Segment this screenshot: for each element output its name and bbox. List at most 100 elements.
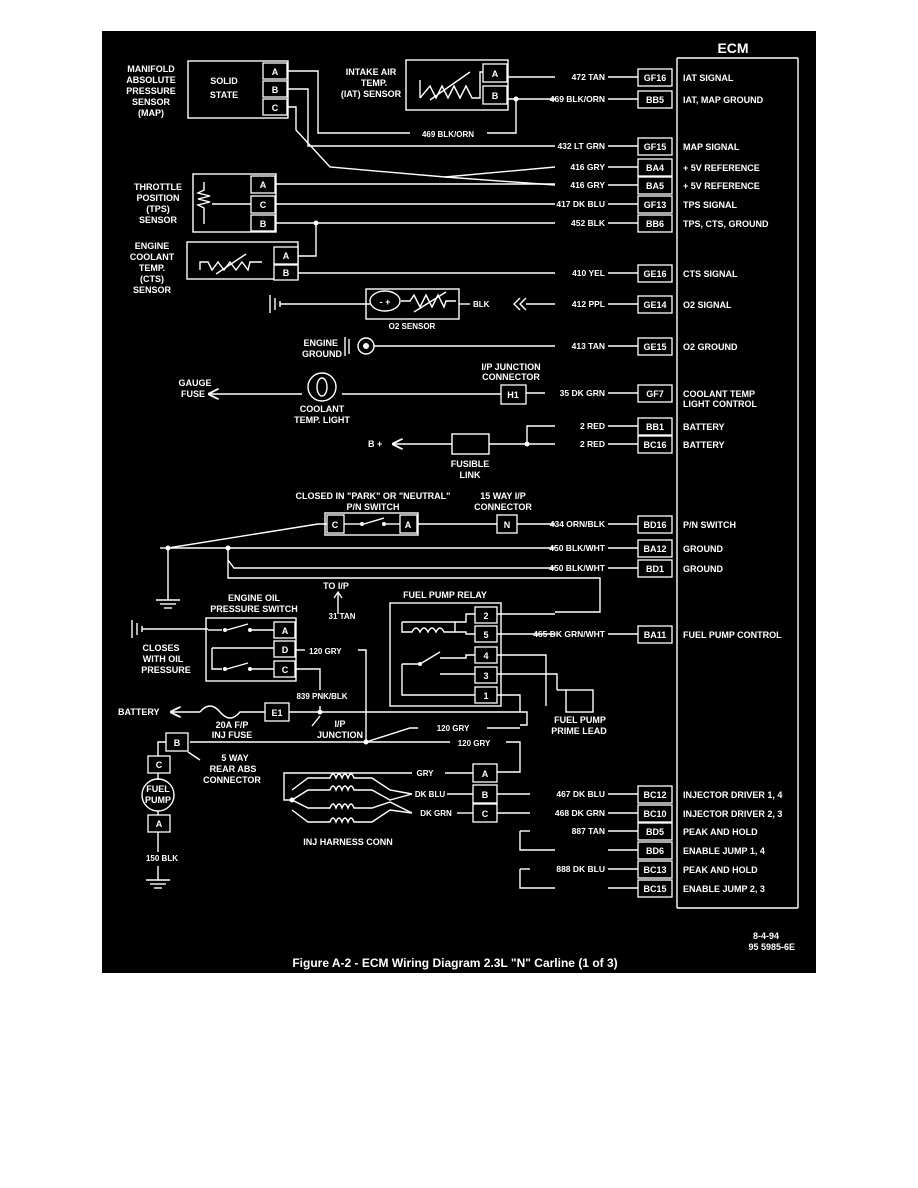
svg-text:C: C — [156, 760, 163, 770]
svg-text:B: B — [260, 219, 267, 229]
svg-text:A: A — [482, 769, 489, 779]
ecm-pin-id: GE15 — [643, 342, 666, 352]
ecm-pin — [637, 435, 673, 454]
svg-text:N: N — [504, 520, 511, 530]
svg-text:C: C — [282, 665, 289, 675]
ecm-function-label: INJECTOR DRIVER 1, 4 — [683, 790, 782, 800]
svg-text:C: C — [260, 200, 267, 210]
ecm-wire-label: 416 GRY — [570, 162, 605, 172]
svg-text:DK BLU: DK BLU — [415, 790, 445, 799]
ecm-pin-id: BA4 — [646, 163, 664, 173]
ecm-function-label-2: LIGHT CONTROL — [683, 399, 757, 409]
ecm-function-label: MAP SIGNAL — [683, 142, 740, 152]
map-iat-wiring: 469 BLK/ORN — [287, 70, 556, 186]
ecm-wire-label: 887 TAN — [572, 826, 605, 836]
ecm-function-label: O2 SIGNAL — [683, 300, 732, 310]
svg-text:B: B — [174, 738, 181, 748]
svg-text:GRY: GRY — [416, 769, 434, 778]
ecm-pin-id: BD5 — [646, 827, 664, 837]
svg-text:120 GRY: 120 GRY — [309, 647, 342, 656]
ecm-pin — [637, 195, 673, 214]
ecm-pin-id: GF7 — [646, 389, 664, 399]
svg-text:A: A — [272, 67, 279, 77]
diagram-code: 95 5985-6E — [748, 942, 795, 952]
svg-text:A: A — [260, 180, 267, 190]
svg-text:B: B — [482, 790, 489, 800]
ecm-pin-id: BD1 — [646, 564, 664, 574]
ecm-pin — [637, 417, 673, 436]
ecm-wire-label: 472 TAN — [572, 72, 605, 82]
svg-text:CLOSED IN "PARK" OR "NEUTRAL"P: CLOSED IN "PARK" OR "NEUTRAL"P/N SWITCH — [296, 491, 451, 512]
svg-text:A: A — [405, 520, 412, 530]
svg-text:O2 SENSOR: O2 SENSOR — [389, 322, 436, 331]
ecm-wire-label: 413 TAN — [572, 341, 605, 351]
svg-text:4: 4 — [483, 651, 488, 661]
ecm-module: ECM — [676, 40, 799, 909]
ecm-function-label: GROUND — [683, 544, 723, 554]
ecm-wire-label: 467 DK BLU — [556, 789, 605, 799]
ecm-wire-label: 465 DK GRN/WHT — [533, 629, 606, 639]
svg-text:B: B — [272, 85, 279, 95]
svg-text:FUEL PUMP RELAY: FUEL PUMP RELAY — [403, 590, 487, 600]
ecm-pin — [637, 337, 673, 356]
ecm-pin — [637, 625, 673, 644]
svg-text:A: A — [492, 69, 499, 79]
ecm-pin-id: BA11 — [644, 630, 667, 640]
svg-text:A: A — [283, 251, 290, 261]
svg-text:2: 2 — [483, 611, 488, 621]
ecm-pin — [637, 90, 673, 109]
ecm-row: 467 DK BLU BC12 INJECTOR DRIVER 1, 4 — [556, 785, 782, 804]
svg-text:C: C — [272, 103, 279, 113]
ecm-pin — [637, 137, 673, 156]
ecm-pin — [637, 860, 673, 879]
ecm-pin-id: BC13 — [643, 865, 666, 875]
ecm-pin — [637, 264, 673, 283]
ecm-wire-label: 452 BLK — [571, 218, 606, 228]
ecm-pin-id: BC10 — [643, 809, 666, 819]
ecm-wire-label: 412 PPL — [572, 299, 605, 309]
svg-text:120 GRY: 120 GRY — [437, 724, 470, 733]
ecm-pin-id: BC12 — [643, 790, 666, 800]
ecm-wire-label: 468 DK GRN — [555, 808, 605, 818]
ecm-function-label: O2 GROUND — [683, 342, 738, 352]
ecm-wire-label: 432 LT GRN — [557, 141, 605, 151]
ecm-function-label: PEAK AND HOLD — [683, 865, 758, 875]
ecm-pin — [637, 158, 673, 177]
svg-text:TO I/P: TO I/P — [323, 581, 349, 591]
ecm-pin — [637, 539, 673, 558]
ecm-function-label: BATTERY — [683, 440, 725, 450]
ecm-wire-label: 35 DK GRN — [560, 388, 605, 398]
svg-text:D: D — [282, 645, 289, 655]
ecm-pin — [637, 785, 673, 804]
ecm-function-label: BATTERY — [683, 422, 725, 432]
svg-text:C: C — [482, 809, 489, 819]
ecm-wire-label: 416 GRY — [570, 180, 605, 190]
ecm-wire-label: 888 DK BLU — [556, 864, 605, 874]
svg-text:839 PNK/BLK: 839 PNK/BLK — [296, 692, 347, 701]
ecm-function-label: GROUND — [683, 564, 723, 574]
